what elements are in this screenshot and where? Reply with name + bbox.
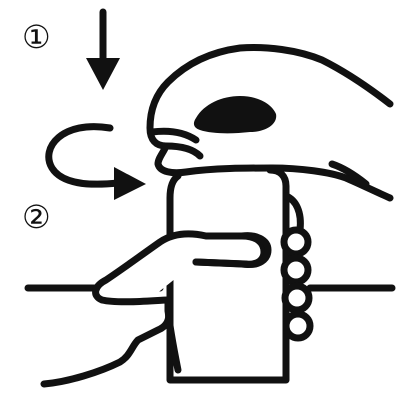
down-arrow-icon	[86, 12, 120, 90]
step-1-label: ①	[22, 18, 51, 56]
bottle	[170, 170, 286, 380]
step-2-label: ②	[22, 198, 51, 236]
rotate-arrow-icon	[49, 127, 146, 200]
